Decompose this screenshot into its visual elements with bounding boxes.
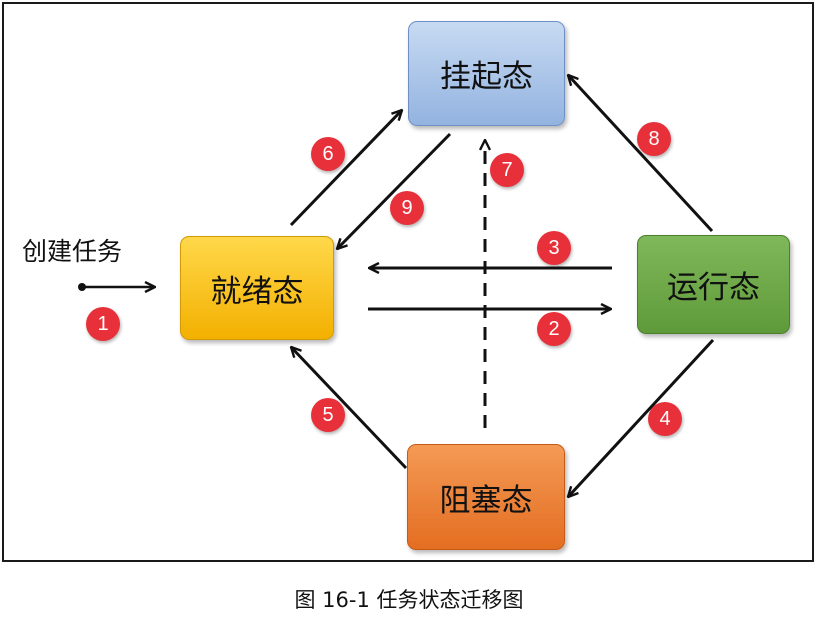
state-ready: 就绪态 <box>180 236 334 340</box>
transition-badge-9: 9 <box>390 191 424 225</box>
arrow-8-running-to-suspended <box>568 75 714 233</box>
transition-badge-1: 1 <box>86 307 120 341</box>
state-suspended: 挂起态 <box>408 21 565 126</box>
create-task-label: 创建任务 <box>22 237 123 266</box>
arrow-5-blocked-to-ready <box>291 347 408 470</box>
arrow-9-suspended-to-ready <box>337 132 452 249</box>
transition-badge-8: 8 <box>637 122 671 156</box>
transition-badge-2: 2 <box>537 312 571 346</box>
transition-badge-6: 6 <box>311 137 345 171</box>
arrow-4-running-to-blocked <box>568 338 715 497</box>
arrow-6-ready-to-suspended <box>289 110 402 227</box>
transition-badge-3: 3 <box>537 231 571 265</box>
transition-badge-5: 5 <box>311 398 345 432</box>
transition-badge-4: 4 <box>648 402 682 436</box>
transition-badge-7: 7 <box>490 153 524 187</box>
figure-caption: 图 16-1 任务状态迁移图 <box>294 588 524 612</box>
state-running: 运行态 <box>637 235 790 334</box>
state-blocked: 阻塞态 <box>407 444 565 550</box>
